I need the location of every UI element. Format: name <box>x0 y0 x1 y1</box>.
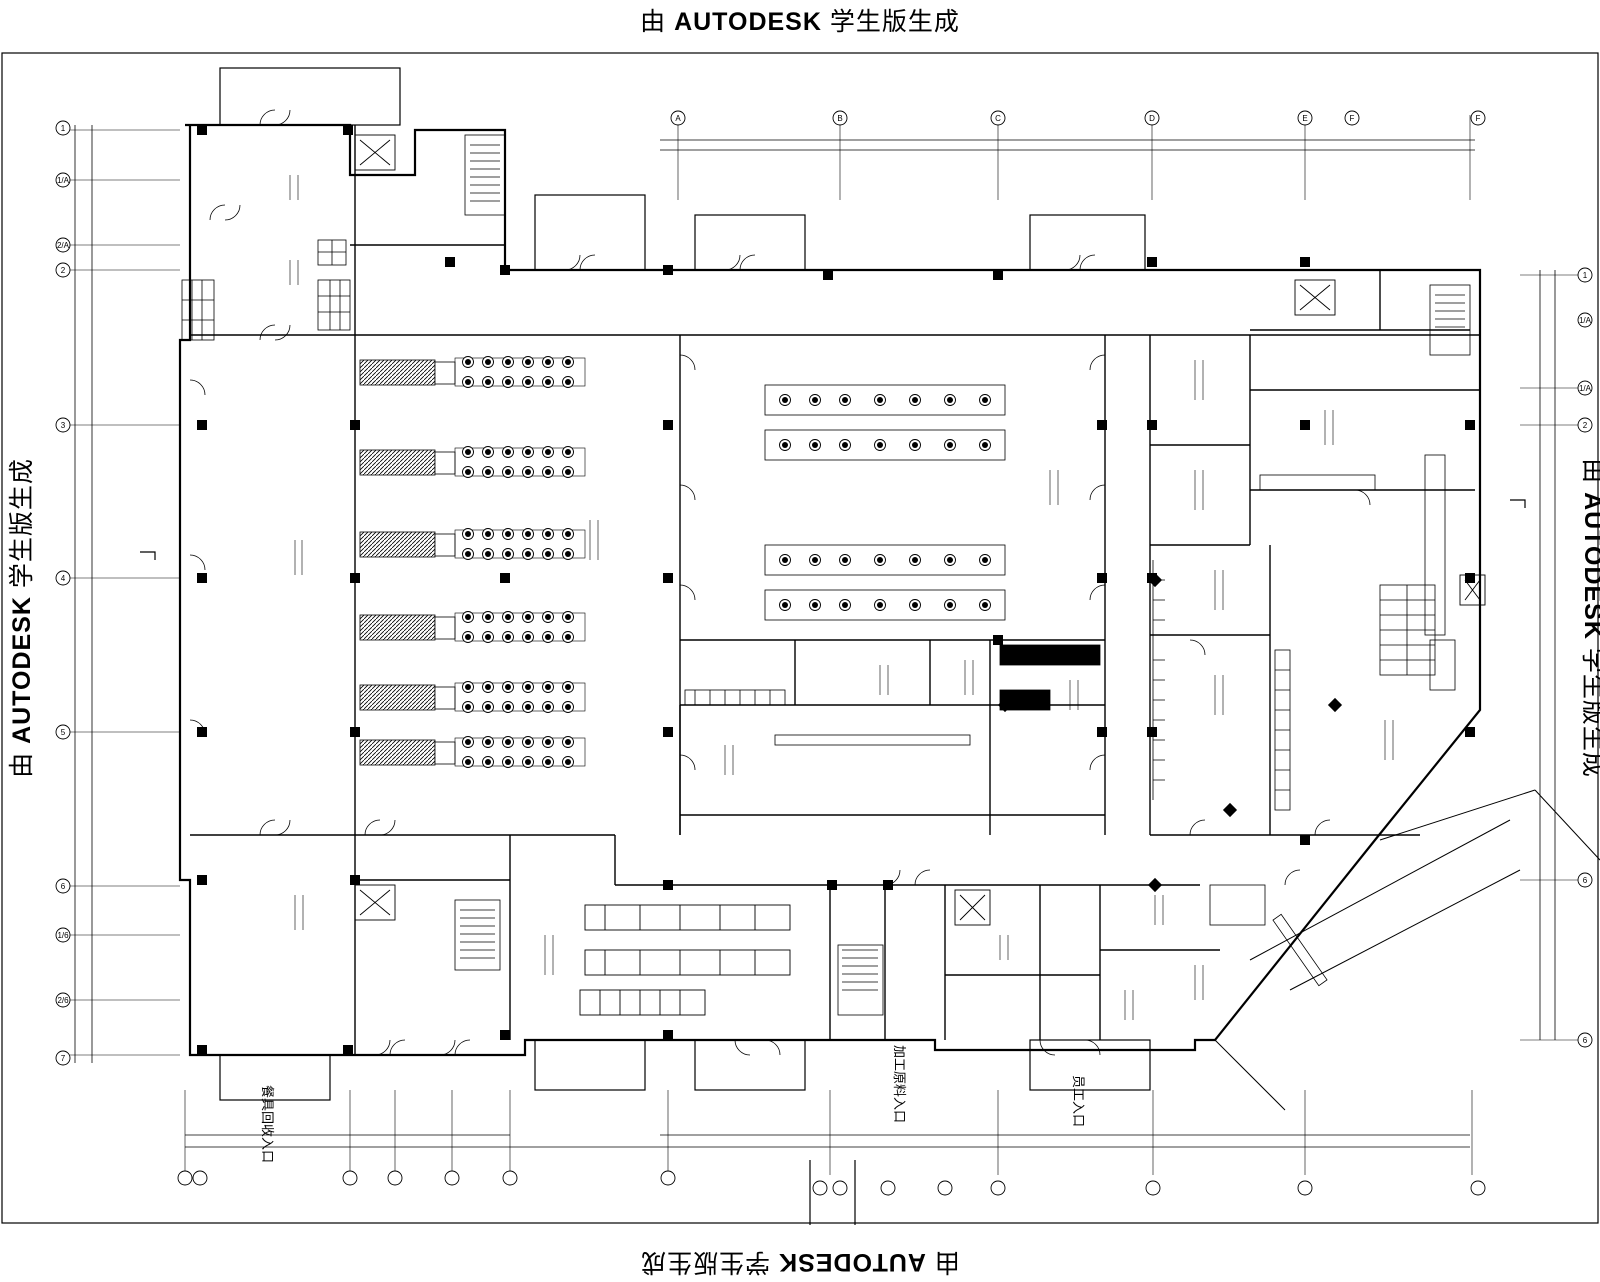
dining-tables <box>764 384 1006 621</box>
grid-label-top: B <box>837 114 842 123</box>
label-dish-return-entrance: 餐具回收入口 <box>260 1085 275 1163</box>
grid-label-right: 6 <box>1583 1036 1588 1045</box>
grid-label-top: A <box>675 114 681 123</box>
grid-label-top: E <box>1302 114 1307 123</box>
grid-label-right: 1 <box>1583 271 1588 280</box>
grid-label-left: 3 <box>61 421 66 430</box>
grid-label-right: 1/A <box>1579 384 1592 393</box>
misc-equipment <box>684 454 1456 987</box>
elevators <box>354 134 1486 926</box>
label-staff-entrance: 员工入口 <box>1071 1075 1086 1127</box>
diagonal-wing <box>1214 789 1600 1111</box>
grid-label-left: 4 <box>61 574 66 583</box>
top-annex <box>219 67 1151 1101</box>
drawing-frame <box>1 52 1599 1224</box>
grid-label-left: 5 <box>61 728 66 737</box>
annotation-marks <box>289 175 1394 1020</box>
storage-racks <box>181 239 351 341</box>
stairs <box>454 134 1471 1016</box>
doors <box>189 109 1371 1056</box>
grid-label-top: C <box>995 114 1001 123</box>
equipment-rows <box>360 356 585 768</box>
grid-label-left: 7 <box>61 1054 66 1063</box>
grid-label-left: 2/6 <box>57 996 69 1005</box>
grid-label-right: 1/A <box>1579 316 1592 325</box>
grid-label-left: 1/6 <box>57 931 69 940</box>
grid-label-left: 6 <box>61 882 66 891</box>
grid-bubbles <box>55 110 1593 1196</box>
dimension-lines <box>74 125 1556 1148</box>
exterior-walls <box>178 123 1482 1057</box>
grid-lines <box>70 115 1580 1175</box>
section-marks <box>140 499 1526 1225</box>
label-raw-material-entrance: 加工原料入口 <box>892 1045 907 1123</box>
grid-label-right: 2 <box>1583 421 1588 430</box>
grid-label-right: 6 <box>1583 876 1588 885</box>
grid-label-left: 2 <box>61 266 66 275</box>
grid-label-top: F <box>1476 114 1481 123</box>
watermark-top: 由 AUTODESK 学生版生成 <box>640 8 960 36</box>
grid-label-top: D <box>1149 114 1155 123</box>
diamond-markers <box>997 572 1343 893</box>
grid-label-left: 2/A <box>57 241 70 250</box>
grid-label-left: 1/A <box>57 176 70 185</box>
kitchen-line-bottom <box>579 904 791 1016</box>
grid-label-left: 1 <box>61 124 66 133</box>
grid-label-top: F <box>1350 114 1355 123</box>
